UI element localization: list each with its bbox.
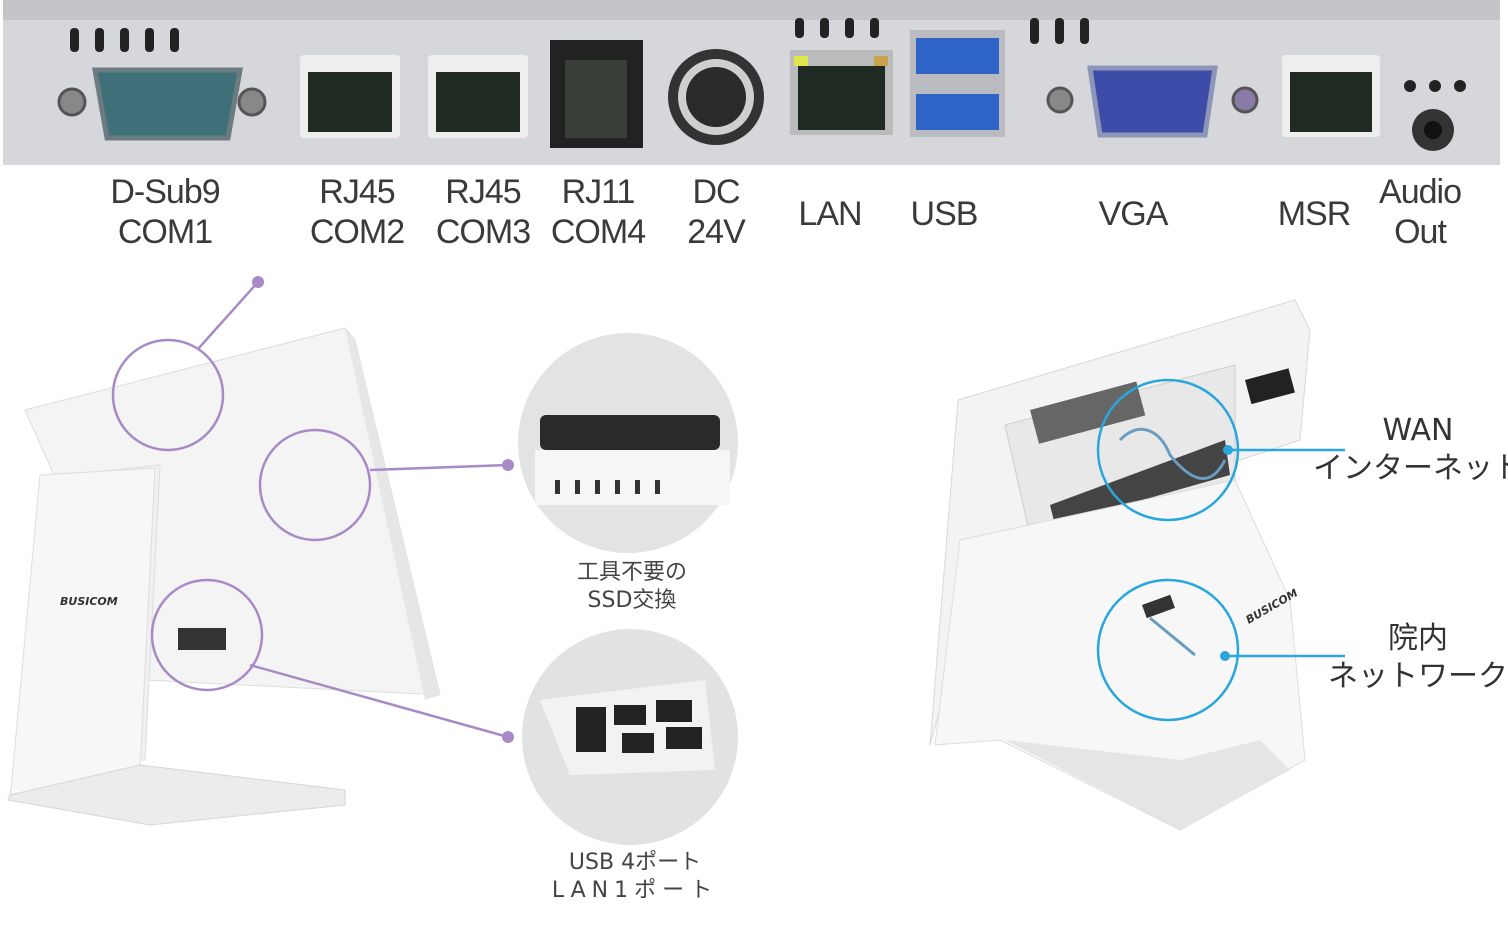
port-panel bbox=[3, 0, 1500, 165]
purple-callouts bbox=[111, 281, 509, 739]
usb-port-icon bbox=[910, 30, 1005, 137]
dsub9-port-icon bbox=[57, 67, 267, 141]
caption-internal-network: 院内ネットワーク bbox=[1328, 621, 1508, 694]
port-label-vga: VGA bbox=[1098, 195, 1169, 233]
audio-out-port-icon bbox=[1412, 109, 1454, 151]
rj45-com3-port-icon bbox=[428, 55, 528, 138]
lan-port-icon bbox=[790, 50, 893, 135]
dc-power-port-icon bbox=[668, 49, 764, 145]
usb-lan-zoom-photo bbox=[522, 629, 738, 845]
monitor-rear-cables-view bbox=[929, 299, 1311, 831]
ssd-zoom-photo bbox=[518, 333, 738, 553]
port-label-msr: MSR bbox=[1277, 195, 1352, 233]
rj11-com4-port-icon bbox=[550, 40, 643, 148]
vga-port-icon bbox=[1046, 65, 1259, 138]
rj45-com2-port-icon bbox=[300, 55, 400, 138]
monitor-rear-view bbox=[7, 327, 441, 826]
port-label-lan: LAN bbox=[798, 195, 862, 233]
brand-logo-left: BUSICOM bbox=[60, 595, 118, 608]
msr-port-icon bbox=[1282, 55, 1380, 137]
port-label-usb: USB bbox=[910, 195, 979, 233]
cyan-callouts bbox=[1096, 378, 1345, 722]
